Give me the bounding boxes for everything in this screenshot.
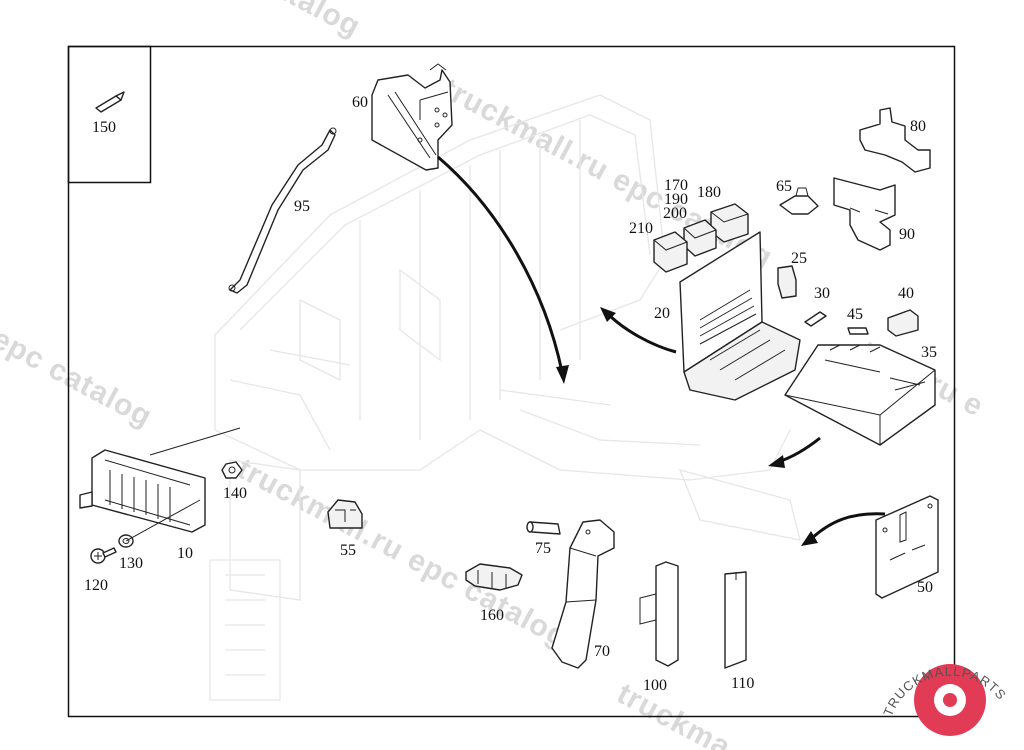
part-label-95: 95	[294, 198, 310, 215]
part-55[interactable]: 55	[327, 499, 363, 559]
part-label-65: 65	[776, 178, 792, 195]
part-40[interactable]: 40	[887, 285, 919, 337]
part-label-150: 150	[92, 119, 116, 136]
arrowhead-20	[600, 307, 616, 322]
watermark-text-top: catalog	[252, 0, 366, 44]
watermark-text-bottom: truckma	[612, 677, 737, 750]
part-95[interactable]: 95	[228, 127, 337, 294]
watermark-text-left: epc catalog	[0, 322, 158, 434]
part-label-30: 30	[814, 285, 830, 302]
leader-line-10	[149, 427, 241, 456]
part-80[interactable]: 80	[859, 107, 931, 173]
diagram-frame	[67, 45, 956, 718]
part-150[interactable]: 150	[92, 91, 125, 136]
part-30[interactable]: 30	[804, 285, 830, 327]
part-label-100: 100	[643, 677, 667, 694]
part-label-130: 130	[119, 555, 143, 572]
inset-box	[67, 45, 152, 184]
part-label-35: 35	[921, 344, 937, 361]
part-label-40: 40	[898, 285, 914, 302]
part-label-90: 90	[899, 226, 915, 243]
part-label-70: 70	[594, 643, 610, 660]
part-35[interactable]: 35	[784, 344, 937, 446]
part-label-170: 170	[664, 177, 688, 194]
part-label-10: 10	[177, 545, 193, 562]
part-90[interactable]: 90	[833, 177, 915, 251]
part-label-180: 180	[697, 184, 721, 201]
part-110[interactable]: 110	[724, 571, 754, 692]
part-label-160: 160	[480, 607, 504, 624]
arrowhead-50	[801, 531, 818, 546]
part-label-200: 200	[663, 205, 687, 222]
part-label-60: 60	[352, 94, 368, 111]
relay-group[interactable]: 170 190 180 200 210	[629, 177, 749, 273]
part-70[interactable]: 70	[551, 519, 615, 669]
part-label-45: 45	[847, 306, 863, 323]
part-label-210: 210	[629, 220, 653, 237]
part-130[interactable]: 130	[118, 499, 201, 572]
part-50[interactable]: 50	[875, 495, 939, 599]
part-60[interactable]: 60	[352, 63, 453, 171]
part-120[interactable]: 120	[84, 547, 117, 594]
part-label-80: 80	[910, 118, 926, 135]
watermark-text-center: truckmall.ru epc catalog	[437, 72, 778, 274]
part-label-50: 50	[917, 579, 933, 596]
arrowhead-35	[768, 455, 785, 468]
assembly-arrow-20	[608, 314, 677, 354]
part-20[interactable]: 20	[654, 231, 801, 401]
part-label-55: 55	[340, 542, 356, 559]
part-label-25: 25	[791, 250, 807, 267]
part-160[interactable]: 160	[465, 563, 523, 624]
part-label-120: 120	[84, 577, 108, 594]
part-45[interactable]: 45	[847, 306, 869, 335]
part-75[interactable]: 75	[526, 521, 561, 557]
part-label-20: 20	[654, 305, 670, 322]
arrowhead-60	[556, 365, 569, 384]
cab-outline-background	[209, 94, 801, 701]
part-label-190: 190	[664, 191, 688, 208]
part-label-140: 140	[223, 485, 247, 502]
part-label-110: 110	[731, 675, 754, 692]
truckmallparts-logo: TRUCKMALLPARTS	[880, 664, 1008, 736]
part-100[interactable]: 100	[639, 561, 679, 694]
part-10[interactable]: 10	[79, 427, 241, 562]
part-label-75: 75	[535, 540, 551, 557]
part-65[interactable]: 65	[776, 178, 819, 215]
watermark-text-center-lower: truckmall.ru epc catalog	[232, 452, 573, 654]
part-140[interactable]: 140	[221, 461, 247, 502]
assembly-arrow-60	[437, 155, 564, 373]
part-25[interactable]: 25	[777, 250, 807, 299]
assembly-arrow-50	[811, 512, 886, 540]
